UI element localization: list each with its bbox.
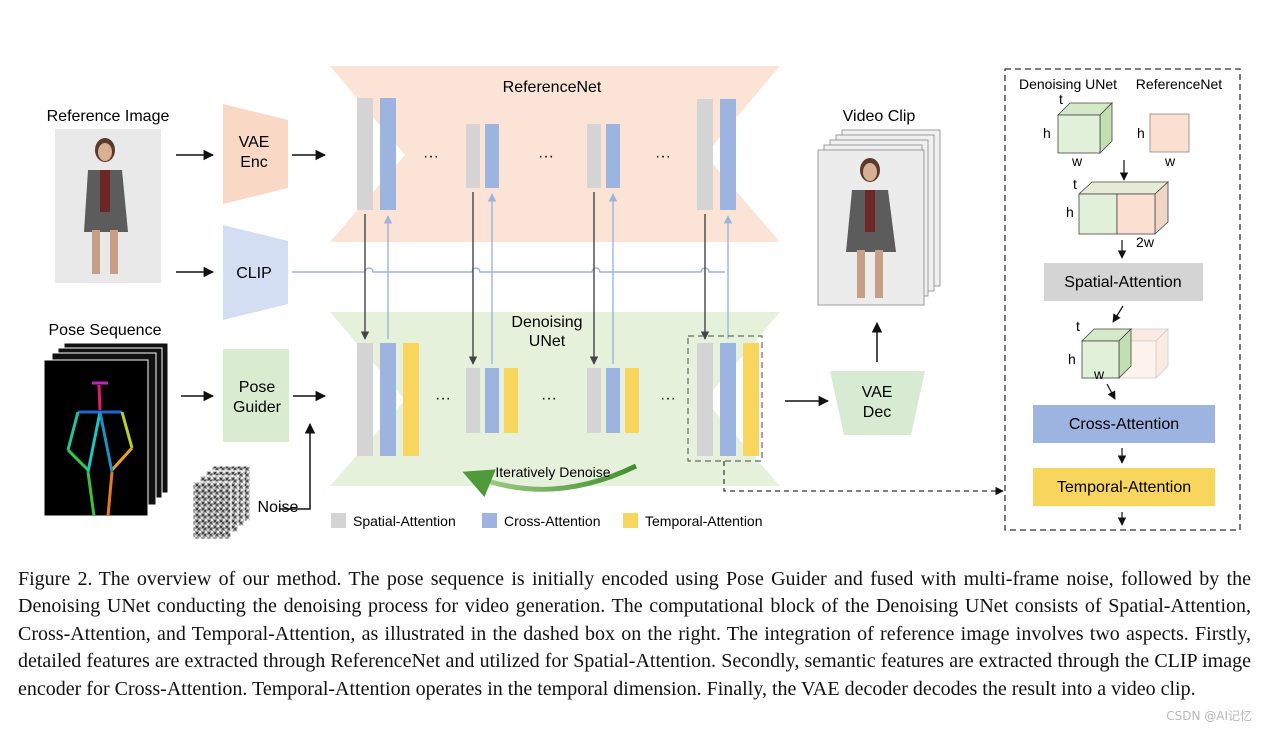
ref-ellipsis-3: ··· (655, 148, 671, 165)
ref-block-4-cross (720, 99, 736, 210)
vae-dec-label-1: VAE (862, 384, 893, 401)
dashed-link-to-detail (723, 461, 1004, 496)
vae-enc-label-2: Enc (240, 154, 268, 171)
ref-block-3-spatial (587, 124, 601, 188)
ref-block-1-cross (380, 98, 396, 210)
denoising-unet-title-2: UNet (529, 333, 566, 350)
detail-cube3-t: t (1076, 318, 1080, 334)
detail-cube1-h: h (1043, 125, 1051, 141)
denoising-unet-region (330, 312, 780, 486)
unet-block-3-spatial (587, 368, 601, 433)
overview-figure: ReferenceNet Denoising UNet Reference Im… (43, 66, 1241, 540)
iteratively-denoise-arrow (462, 463, 638, 498)
ref-block-1-spatial (357, 98, 373, 210)
detail-cube3-w: w (1093, 366, 1105, 382)
pose-sequence-stack (43, 342, 169, 517)
unet-ellipsis-3: ··· (660, 390, 676, 407)
detail-col-denoising: Denoising UNet (1019, 76, 1117, 92)
pose-guider-label-2: Guider (233, 399, 282, 416)
unet-ellipsis-1: ··· (435, 390, 451, 407)
caption-text: The overview of our method. The pose seq… (18, 568, 1251, 700)
detail-cube1-w: w (1071, 153, 1083, 169)
detail-cube-denoising (1057, 102, 1113, 154)
ref-block-4-spatial (697, 99, 713, 210)
detail-dashed-box (1004, 68, 1241, 531)
clip-label: CLIP (236, 265, 272, 282)
ref-block-3-cross (606, 124, 620, 188)
detail-ref-w: w (1164, 153, 1176, 169)
detail-cross-attention (1033, 405, 1215, 443)
legend: Spatial-Attention Cross-Attention Tempor… (331, 513, 763, 529)
detail-cube-concat (1077, 181, 1170, 235)
unet-block-3-temporal (625, 368, 639, 433)
reference-image-label: Reference Image (47, 108, 170, 125)
detail-spatial-attention (1044, 263, 1203, 301)
detail-temporal-attention (1033, 468, 1215, 506)
unet-block-1-spatial (357, 343, 373, 456)
unet-block-4-temporal (743, 343, 759, 456)
referencenet-region (330, 66, 780, 242)
referencenet-title: ReferenceNet (503, 79, 602, 96)
detail-arrow-4 (1106, 383, 1116, 400)
legend-label-temporal: Temporal-Attention (645, 513, 763, 529)
detail-cube1-t: t (1059, 91, 1063, 107)
detail-cube3-h: h (1068, 351, 1076, 367)
legend-swatch-cross (482, 513, 497, 528)
detail-reference-square (1149, 113, 1190, 153)
clip-feature-line (292, 267, 725, 273)
detail-cube2-h: h (1066, 204, 1074, 220)
denoising-unet-title: Denoising (511, 314, 582, 331)
detail-cube-split (1081, 328, 1169, 379)
noise-label: Noise (258, 499, 299, 516)
unet-block-4-cross (720, 343, 736, 456)
noise-stack (192, 465, 251, 540)
detail-cross-attention-label: Cross-Attention (1069, 416, 1179, 433)
iteratively-denoise-label: Iteratively Denoise (495, 464, 610, 480)
unet-block-1-temporal (403, 343, 419, 456)
legend-swatch-spatial (331, 513, 346, 528)
ref-ellipsis-1: ··· (423, 148, 439, 165)
detail-cube2-t: t (1073, 176, 1077, 192)
unet-blocks (357, 98, 759, 456)
detail-spatial-attention-label: Spatial-Attention (1064, 274, 1181, 291)
unet-block-4-spatial (697, 343, 713, 456)
detail-cube2-2w: 2w (1136, 234, 1155, 250)
unet-block-3-cross (606, 368, 620, 433)
figure-caption: Figure 2.The overview of our method. The… (18, 566, 1251, 703)
watermark: CSDN @AI记忆 (1166, 709, 1252, 723)
video-clip-label: Video Clip (843, 108, 916, 125)
unet-ellipsis-2: ··· (541, 390, 557, 407)
pose-guider (223, 349, 289, 442)
detail-col-reference: ReferenceNet (1136, 76, 1222, 92)
detail-temporal-attention-label: Temporal-Attention (1057, 479, 1191, 496)
ref-ellipsis-2: ··· (538, 148, 554, 165)
vae-dec-label-2: Dec (863, 404, 891, 421)
highlight-dashed-box (687, 335, 763, 462)
legend-label-cross: Cross-Attention (504, 513, 600, 529)
ref-block-2-spatial (466, 124, 480, 188)
ref-block-2-cross (485, 124, 499, 188)
caption-label: Figure 2. (18, 568, 93, 590)
unet-block-2-spatial (466, 368, 480, 433)
legend-label-spatial: Spatial-Attention (353, 513, 456, 529)
unet-block-1-cross (380, 343, 396, 456)
vae-encoder (223, 104, 288, 204)
clip-encoder (223, 225, 288, 320)
detail-arrow-3 (1112, 305, 1124, 323)
detail-ref-h: h (1137, 125, 1145, 141)
vae-enc-label-1: VAE (239, 134, 270, 151)
pose-guider-label-1: Pose (239, 379, 276, 396)
video-clip-stack (817, 129, 941, 306)
reference-image (55, 129, 161, 283)
pose-sequence-label: Pose Sequence (49, 322, 162, 339)
vae-decoder (830, 371, 925, 435)
unet-block-2-cross (485, 368, 499, 433)
arrow-noise-to-unet (280, 422, 316, 510)
unet-block-2-temporal (504, 368, 518, 433)
legend-swatch-temporal (623, 513, 638, 528)
